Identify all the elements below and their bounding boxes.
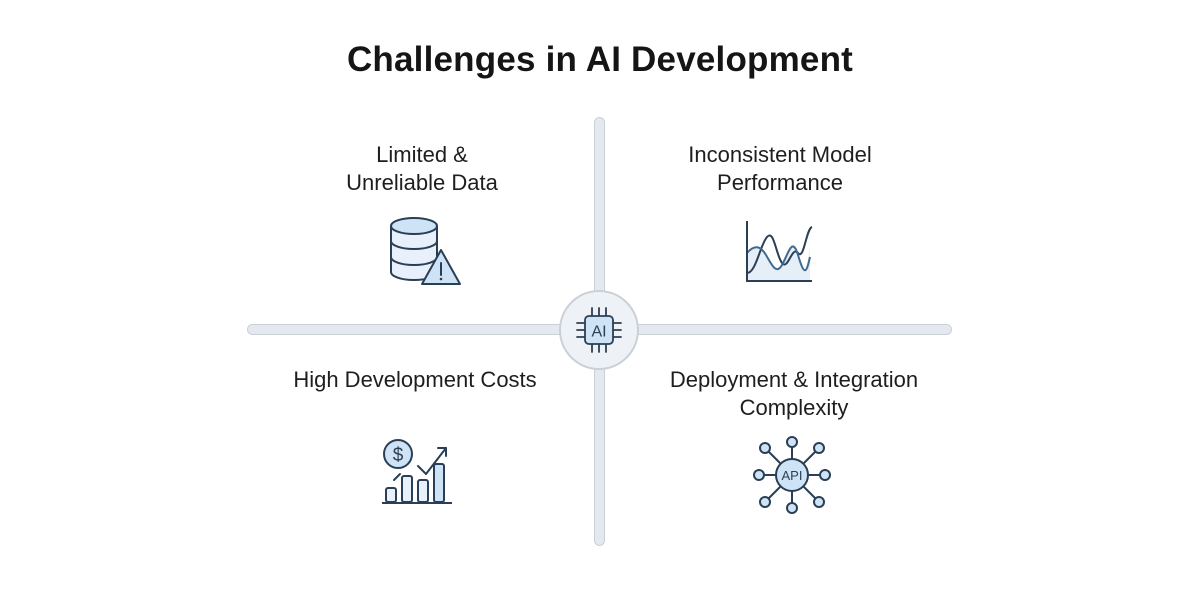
label-line: Inconsistent Model (688, 142, 872, 167)
quadrant-label-deployment: Deployment & Integration Complexity (640, 366, 948, 422)
quadrant-label-data: Limited & Unreliable Data (300, 141, 544, 197)
quadrant-label-costs: High Development Costs (260, 366, 570, 394)
center-hub: AI (559, 290, 639, 370)
label-line: Performance (717, 170, 843, 195)
database-warning-icon (390, 217, 461, 285)
diagram-title: Challenges in AI Development (346, 40, 854, 79)
quadrant-label-performance: Inconsistent Model Performance (640, 141, 920, 197)
svg-text:$: $ (393, 445, 404, 466)
rising-cost-chart-icon: $ (382, 439, 452, 504)
svg-text:API: API (782, 468, 803, 483)
svg-text:AI: AI (591, 324, 606, 341)
api-network-icon: API (753, 436, 831, 514)
label-line: Limited & (376, 142, 468, 167)
label-line: Deployment & Integration (669, 367, 919, 392)
fluctuating-chart-icon (746, 221, 813, 282)
label-line: Unreliable Data (346, 170, 498, 195)
label-line: Complexity (739, 395, 849, 420)
ai-chip-icon: AI (576, 307, 622, 353)
label-line: High Development Costs (293, 367, 537, 392)
